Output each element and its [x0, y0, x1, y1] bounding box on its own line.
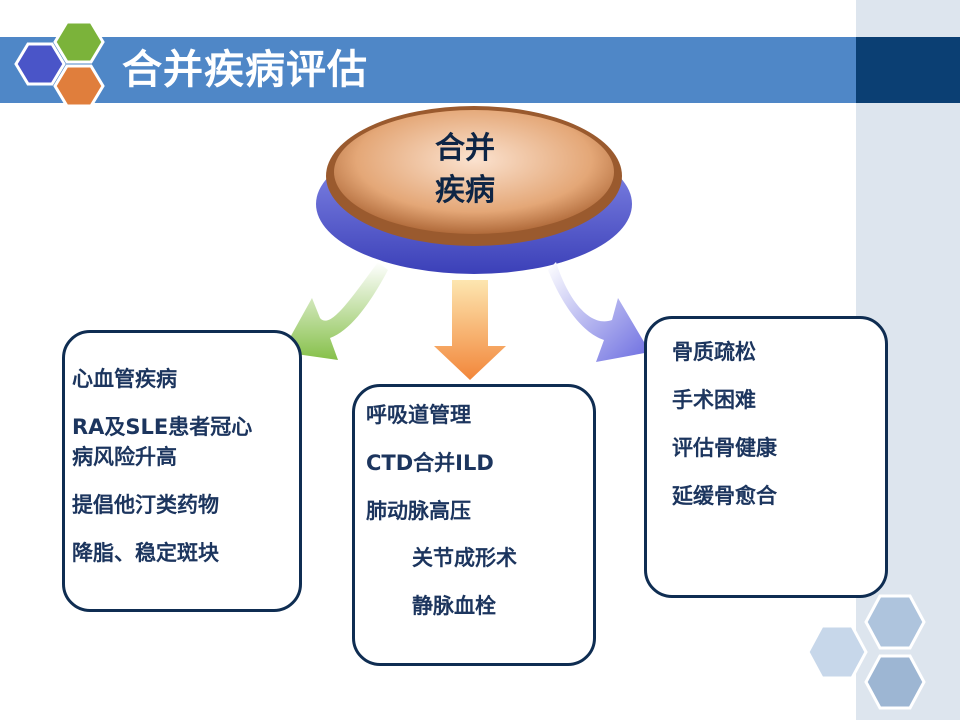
page-title: 合并疾病评估: [122, 47, 368, 93]
right-curved-arrow-icon: [548, 262, 650, 362]
hexagon-logo: [14, 20, 105, 108]
hexagon-decoration-bottom-right: [806, 594, 926, 710]
middle-box-item: 呼吸道管理: [366, 403, 471, 427]
center-label: 合并 疾病: [410, 128, 520, 212]
left-box-item: 心血管疾病: [72, 367, 177, 391]
right-box: [644, 316, 888, 598]
right-box-item: 延缓骨愈合: [672, 484, 777, 508]
right-box-item: 手术困难: [672, 388, 756, 412]
middle-box-item: CTD合并ILD: [366, 451, 494, 475]
title-bar-dark-accent: [856, 37, 960, 103]
left-box-item: 提倡他汀类药物: [72, 493, 219, 517]
middle-box-sub-item: 静脉血栓: [412, 594, 496, 618]
hexagon-blue-icon: [14, 42, 66, 86]
middle-box: [352, 384, 596, 666]
center-label-line2: 疾病: [435, 173, 495, 208]
hexagon-green-icon: [53, 20, 105, 64]
hexagon-deco-bottom-icon: [864, 654, 926, 710]
hexagon-orange-icon: [53, 64, 105, 108]
left-box-item: RA及SLE患者冠心: [72, 415, 253, 439]
left-curved-arrow-icon: [282, 262, 388, 360]
middle-box-item: 肺动脉高压: [366, 499, 471, 523]
right-box-item: 骨质疏松: [672, 340, 756, 364]
hexagon-deco-left-icon: [806, 624, 868, 680]
right-box-item: 评估骨健康: [672, 436, 777, 460]
left-box: [62, 330, 302, 612]
center-oval: [316, 106, 632, 274]
center-label-line1: 合并: [435, 131, 495, 166]
hexagon-deco-top-icon: [864, 594, 926, 650]
middle-box-sub-item: 关节成形术: [412, 546, 517, 570]
down-arrow-icon: [434, 280, 506, 380]
title-bar: [0, 37, 856, 103]
oval-face: [334, 110, 614, 234]
left-box-item: 病风险升高: [72, 445, 177, 469]
left-box-item: 降脂、稳定斑块: [72, 541, 219, 565]
